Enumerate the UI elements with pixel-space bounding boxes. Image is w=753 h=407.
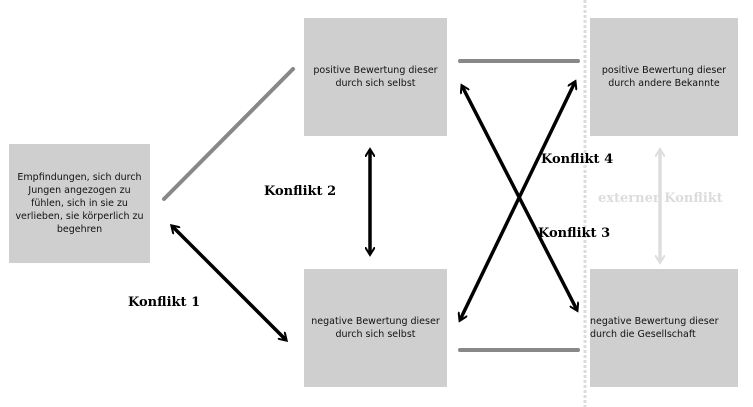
box-self-negative: negative Bewertung dieser durch sich sel… [304, 269, 447, 387]
box-society-negative: negative Bewertung dieser durch die Gese… [590, 269, 738, 387]
box-self-positive: positive Bewertung dieser durch sich sel… [304, 18, 447, 136]
label-konflikt-4: Konflikt 4 [541, 152, 614, 167]
label-konflikt-1: Konflikt 1 [128, 295, 201, 310]
arrow-konflikt-3 [462, 86, 577, 310]
box-feelings: Empfindungen, sich durch Jungen angezoge… [9, 144, 150, 263]
box-others-positive: positive Bewertung dieser durch andere B… [590, 18, 738, 136]
label-konflikt-2: Konflikt 2 [264, 184, 337, 199]
connector-feelings-self-positive [162, 67, 295, 201]
label-konflikt-3: Konflikt 3 [538, 226, 611, 241]
arrow-konflikt-1 [172, 226, 286, 340]
label-external-konflikt: externer Konflikt [598, 191, 723, 206]
